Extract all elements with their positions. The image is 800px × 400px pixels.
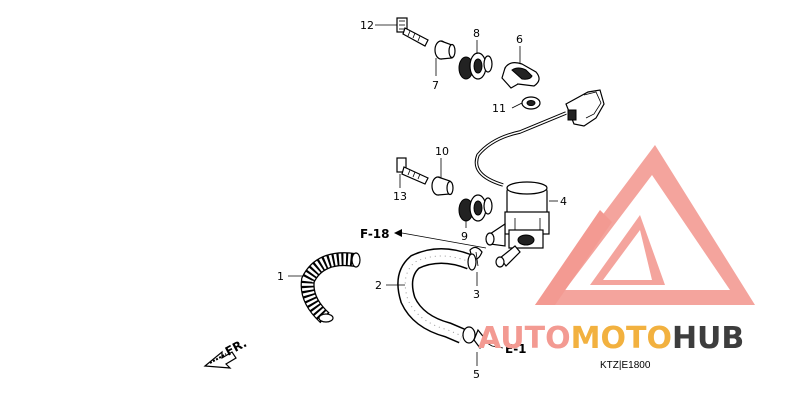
grommet-9-icon [458,194,493,222]
collar-7-icon [434,40,456,60]
watermark-moto: MOTO [571,321,672,356]
callout-6: 6 [516,33,523,46]
watermark-text: AUTOMOTOHUB [478,321,744,356]
leader-lines [288,24,558,366]
callout-12: 12 [360,19,374,32]
callout-8: 8 [473,27,480,40]
collar-10-icon [431,176,454,196]
bolt-12-icon [396,17,429,47]
front-arrow-icon [203,350,237,369]
callout-5: 5 [473,368,480,381]
callout-7: 7 [432,79,439,92]
callout-11: 11 [492,102,506,115]
f18-arrow-icon [394,229,402,237]
callout-4: 4 [560,195,567,208]
clamp-6-icon [501,62,540,89]
callout-1: 1 [277,270,284,283]
callout-9: 9 [461,230,468,243]
hose-2-icon [397,248,477,344]
washer-11-icon [521,96,541,110]
watermark-auto: AUTO [478,321,571,356]
corrugated-hose-icon [300,252,361,324]
cable-icon [474,89,605,187]
solenoid-valve-icon [485,181,550,268]
callout-3: 3 [473,288,480,301]
clip-5-icon [473,328,493,349]
reference-e1: E-1 [505,342,527,356]
watermark-logo-icon [535,145,755,305]
callout-10: 10 [435,145,449,158]
reference-f18: F-18 [360,227,390,241]
callout-2: 2 [375,279,382,292]
callout-13: 13 [393,190,407,203]
grommet-8-icon [458,52,493,80]
bolt-13-icon [396,157,429,185]
front-label: FR. [223,336,249,359]
watermark-hub: HUB [672,321,744,356]
diagram-code: KTZ|E1800 [600,360,651,371]
